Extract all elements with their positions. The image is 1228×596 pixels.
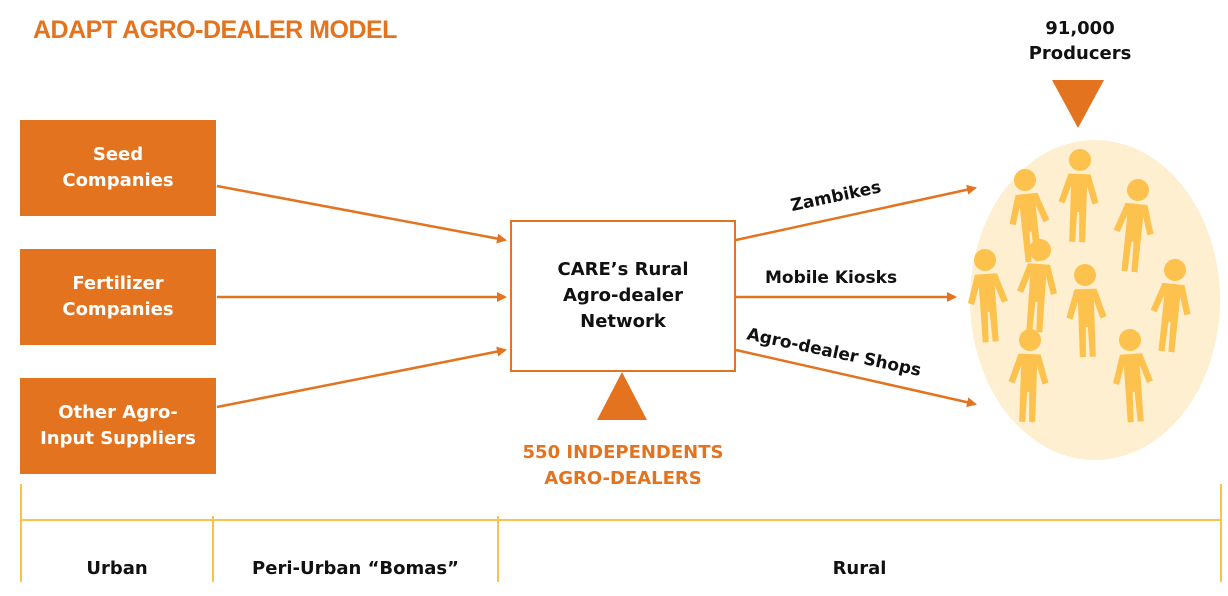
people-group (967, 149, 1191, 423)
diagram-title: ADAPT AGRO-DEALER MODEL (33, 16, 397, 44)
person-icon (1066, 264, 1107, 358)
zone-peri-urban: Peri-Urban “Bomas” (252, 558, 459, 579)
other-suppliers-box: Other Agro- Input Suppliers (20, 378, 216, 474)
person-icon (1112, 329, 1153, 423)
arrow-shops (735, 348, 977, 408)
hub-network-box: CARE’s Rural Agro-dealer Network (510, 220, 736, 372)
person-icon (1017, 239, 1058, 333)
arrow-seed-to-hub (216, 184, 507, 244)
person-icon (1058, 149, 1099, 243)
seed-line1: Seed (92, 144, 144, 165)
person-icon (967, 249, 1008, 343)
person-icon (1150, 259, 1191, 353)
seed-line2: Companies (62, 170, 174, 191)
person-icon (1113, 179, 1154, 273)
independents-label: 550 INDEPENDENTS AGRO-DEALERS (470, 440, 776, 492)
producers-label: 91,000 Producers (1000, 16, 1160, 66)
zone-urban: Urban (86, 558, 148, 579)
person-icon (1008, 329, 1049, 423)
independents-triangle-icon (597, 372, 647, 420)
independents-line1: 550 INDEPENDENTS (522, 442, 724, 463)
hub-line3: Network (580, 311, 666, 332)
independents-line2: AGRO-DEALERS (544, 468, 702, 489)
fertilizer-line2: Companies (62, 299, 174, 320)
channel-mobile-kiosks: Mobile Kiosks (765, 268, 898, 288)
zone-rural: Rural (832, 558, 887, 579)
producers-line2: Producers (1028, 43, 1132, 64)
producers-line1: 91,000 (1045, 18, 1115, 39)
arrow-other-to-hub (216, 346, 507, 409)
hub-line1: CARE’s Rural (557, 259, 689, 280)
producers-triangle-icon (1052, 80, 1104, 128)
arrow-zambikes (735, 184, 977, 242)
other-line2: Input Suppliers (40, 428, 196, 449)
other-line1: Other Agro- (58, 402, 178, 423)
fertilizer-line1: Fertilizer (72, 273, 164, 294)
hub-line2: Agro-dealer (562, 285, 683, 306)
